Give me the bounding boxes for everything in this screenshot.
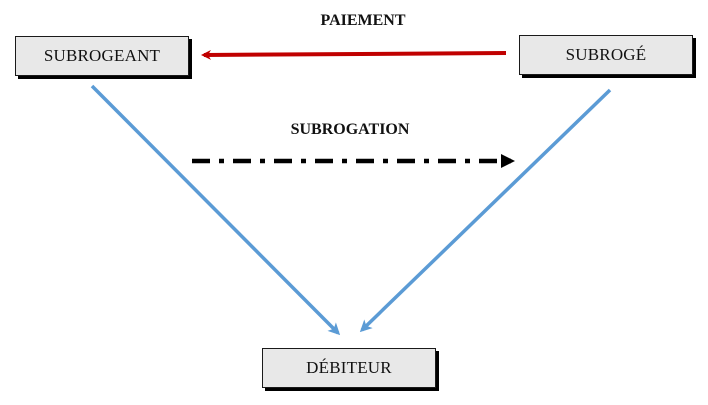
node-subrogeant: SUBROGEANT	[15, 36, 189, 76]
arrow-subroge-to-debiteur	[359, 88, 612, 333]
node-debiteur-label: DÉBITEUR	[306, 358, 392, 377]
arrow-subrogeant-to-debiteur	[90, 84, 341, 336]
label-paiement: PAIEMENT	[320, 12, 406, 29]
node-debiteur: DÉBITEUR	[262, 348, 436, 388]
label-subrogation: SUBROGATION	[290, 121, 410, 138]
node-subroge-label: SUBROGÉ	[565, 45, 647, 64]
node-subrogeant-label: SUBROGEANT	[43, 46, 161, 65]
node-subroge: SUBROGÉ	[519, 35, 693, 75]
arrow-paiement	[201, 49, 507, 60]
